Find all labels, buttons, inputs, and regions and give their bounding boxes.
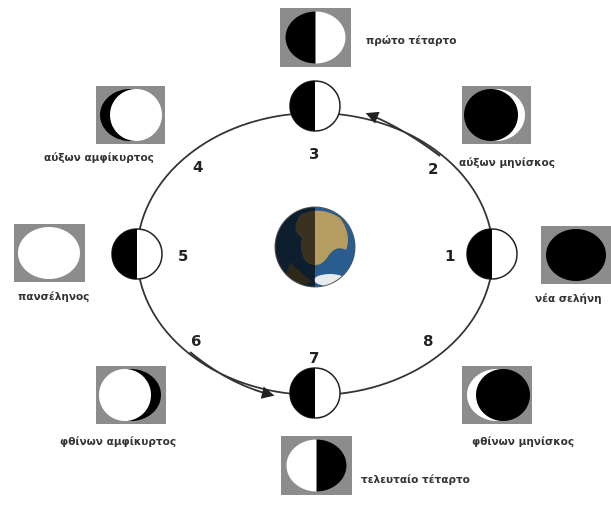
earth-icon [270,200,360,290]
position-number-8: 8 [423,332,433,350]
label-new-moon: νέα σελήνη [535,293,602,305]
moon-phase-icon-waning-gibbous [96,366,166,424]
orbit-moon-5 [112,229,162,279]
moon-phase-icon-first-quarter [280,8,351,67]
label-waxing-crescent: αύξων μηνίσκος [459,157,555,169]
moon-phase-icon-last-quarter [281,436,352,495]
moon-phase-icon-full-moon [14,224,85,282]
orbit-moon-3 [290,81,340,131]
moon-phase-icon-waxing-crescent [462,86,531,144]
moon-phase-icon-waning-crescent [462,366,532,424]
orbit-arrow-icon [368,114,440,156]
position-number-1: 1 [445,247,455,265]
position-number-4: 4 [193,158,203,176]
moon-phase-icon-new-moon [541,226,611,284]
moon-phase-icon-waxing-gibbous [96,86,165,144]
label-first-quarter: πρώτο τέταρτο [366,35,456,47]
label-waxing-gibbous: αύξων αμφίκυρτος [44,152,154,164]
label-waning-crescent: φθίνων μηνίσκος [472,436,574,448]
position-number-5: 5 [178,247,188,265]
orbit-moon-7 [290,368,340,418]
position-number-7: 7 [309,349,319,367]
position-number-3: 3 [309,145,319,163]
position-number-6: 6 [191,332,201,350]
label-waning-gibbous: φθίνων αμφίκυρτος [60,436,176,448]
label-last-quarter: τελευταίο τέταρτο [361,474,470,486]
position-number-2: 2 [428,160,438,178]
orbit-moon-1 [467,229,517,279]
label-full-moon: πανσέληνος [18,291,89,303]
